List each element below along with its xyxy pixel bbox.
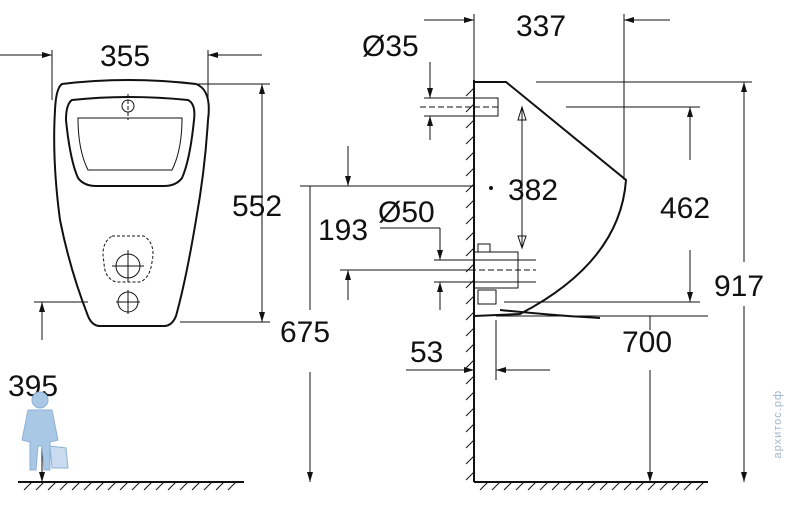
plumber-figure [21, 391, 69, 471]
dim-height-193: 193 [318, 214, 368, 247]
dim-diameter-35: Ø35 [362, 30, 419, 63]
dim-height-552: 552 [232, 190, 282, 223]
wall-hatch [465, 87, 475, 481]
front-view: 355 552 395 [0, 40, 282, 491]
urinal-front-outline [53, 79, 210, 327]
urinal-bowl-opening [64, 96, 196, 187]
dim-height-700: 700 [622, 326, 672, 359]
dim-height-917: 917 [714, 270, 764, 303]
urinal-inner-bowl [77, 117, 183, 171]
dim-depth-53: 53 [410, 336, 443, 369]
dim-height-675: 675 [280, 316, 330, 349]
dim-width-355: 355 [100, 40, 150, 73]
floor-hatch-left [23, 481, 237, 491]
drain-housing [102, 235, 154, 283]
watermark: архитос.рф [772, 390, 784, 459]
floor-hatch-right [479, 481, 705, 491]
dim-height-462: 462 [660, 192, 710, 225]
side-view: 337 Ø35 382 462 193 Ø50 675 [280, 10, 764, 491]
dim-depth-337: 337 [516, 10, 566, 43]
dim-diameter-50: Ø50 [378, 196, 435, 229]
dim-height-382: 382 [508, 174, 558, 207]
urinal-side-profile [473, 81, 628, 317]
